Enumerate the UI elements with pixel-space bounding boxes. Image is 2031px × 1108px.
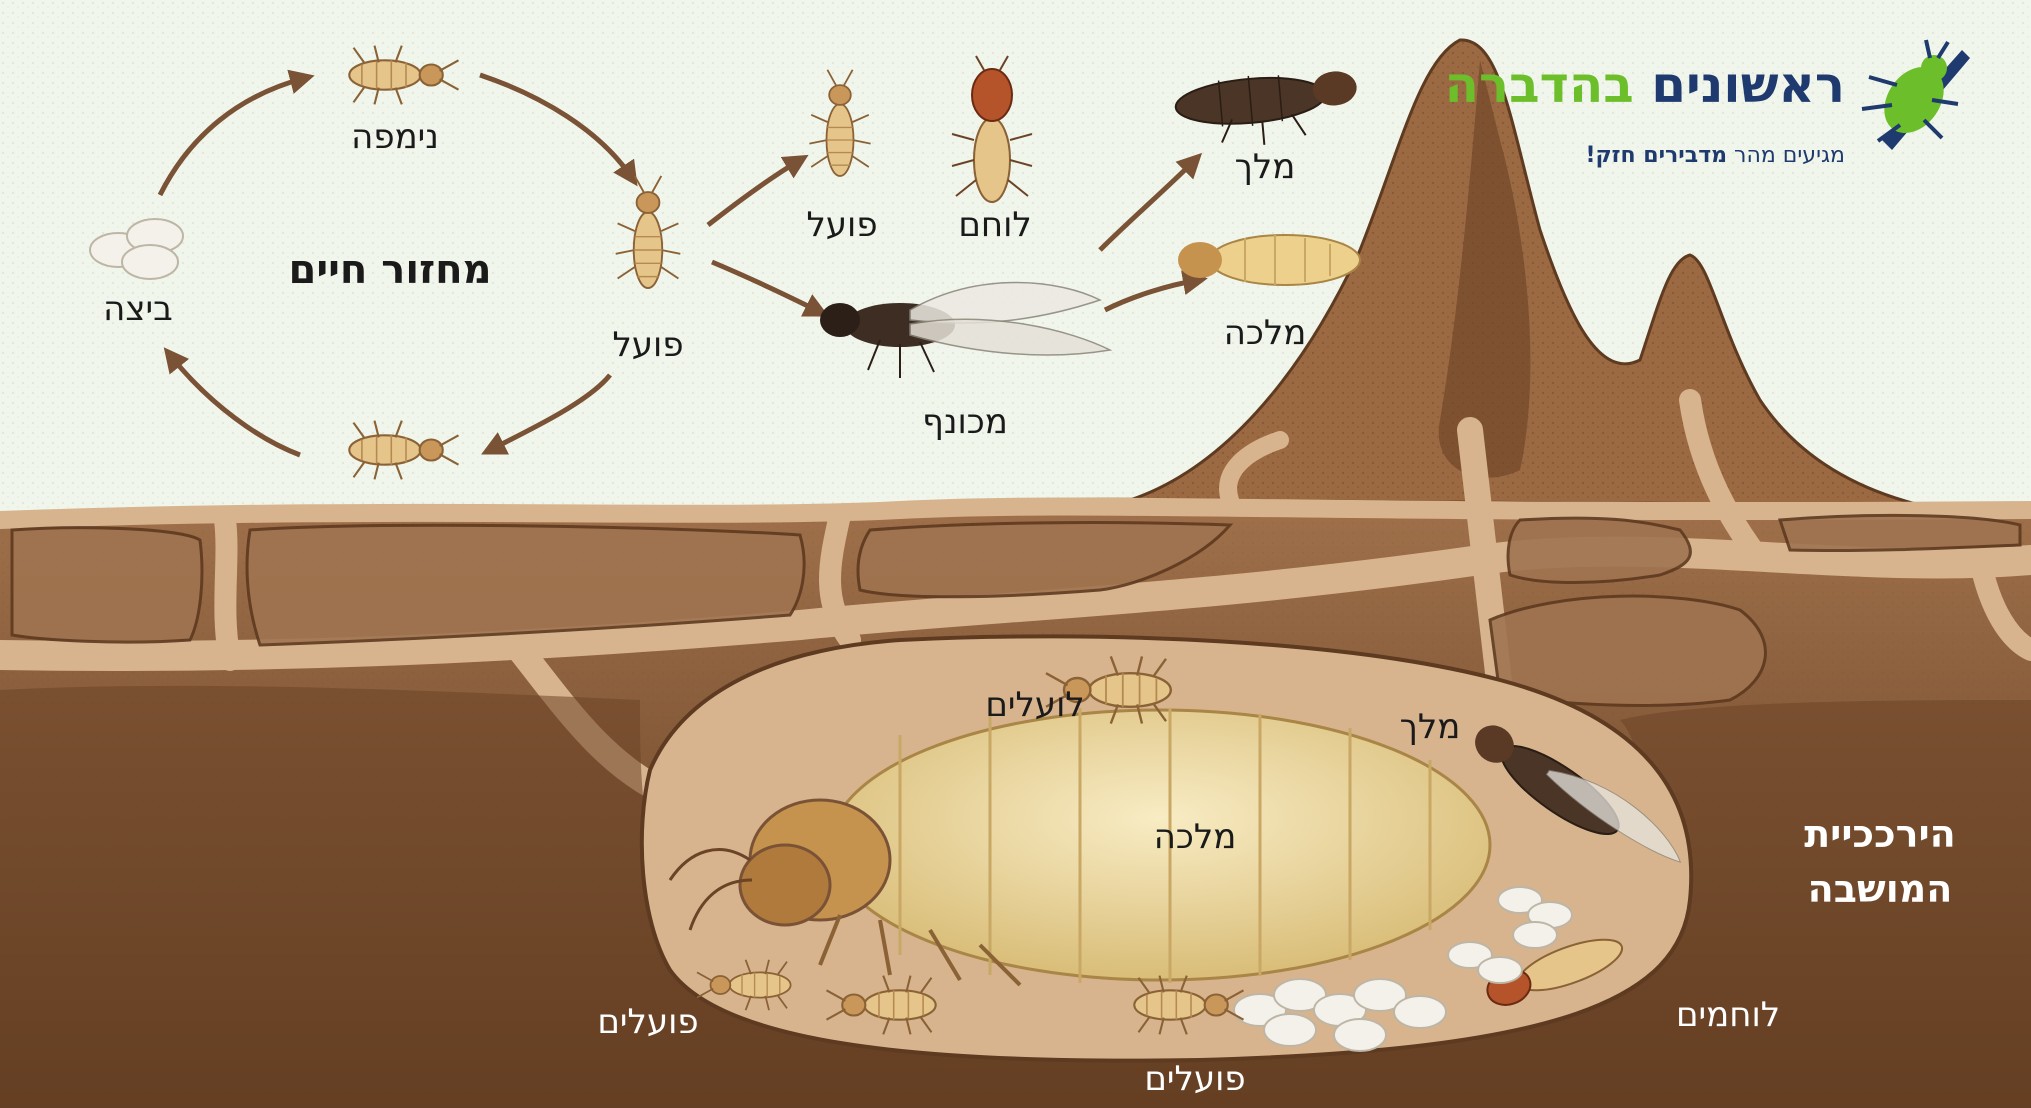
logo-tagline-part2: מדבירים חזק!	[1585, 143, 1728, 168]
label-colony-workers-top: לועלים	[985, 685, 1085, 725]
label-caste-queen: מלכה	[1223, 313, 1307, 353]
label-lifecycle-worker: פועל	[612, 325, 684, 365]
eggs-chamber	[1233, 886, 1573, 1052]
logo-brand-name: ראשונים בהדברה	[1445, 60, 1845, 110]
label-colony-workers-bottom: פועלים	[1144, 1059, 1246, 1099]
label-colony-king: מלך	[1399, 707, 1461, 747]
label-egg: ביצה	[103, 289, 173, 329]
label-caste-king: מלך	[1234, 147, 1296, 187]
lifecycle-insects	[89, 44, 1361, 481]
label-caste-soldier: לוחם	[958, 205, 1032, 245]
label-colony-queen: מלכה	[1153, 817, 1237, 857]
egg-cluster	[89, 218, 184, 280]
queen-termite	[668, 708, 1492, 987]
logo-tagline-part1: מגיעים מהר	[1734, 143, 1845, 168]
brand-logo: ראשונים בהדברה מגיעים מהר מדבירים חזק!	[1445, 30, 1995, 167]
lifecycle-arrows	[157, 69, 1208, 458]
termite-logo-icon	[1861, 39, 1970, 150]
label-colony-workers-left: פועלים	[597, 1002, 699, 1042]
label-caste-worker: פועל	[806, 205, 878, 245]
logo-brand-part1: ראשונים	[1651, 56, 1845, 114]
colony-title-line1: הירככיית	[1804, 812, 1956, 856]
label-colony-soldiers: לוחמים	[1675, 995, 1781, 1035]
logo-brand-part2: בהדברה	[1444, 56, 1634, 114]
label-nymph: נימפה	[351, 117, 439, 157]
logo-tagline: מגיעים מהר מדבירים חזק!	[1585, 145, 1845, 167]
king-termite-chamber	[1475, 725, 1682, 863]
lifecycle-title: מחזור חיים	[288, 247, 492, 293]
colony-title-line2: המושבה	[1807, 867, 1953, 911]
label-caste-alate: מכונף	[922, 402, 1008, 442]
